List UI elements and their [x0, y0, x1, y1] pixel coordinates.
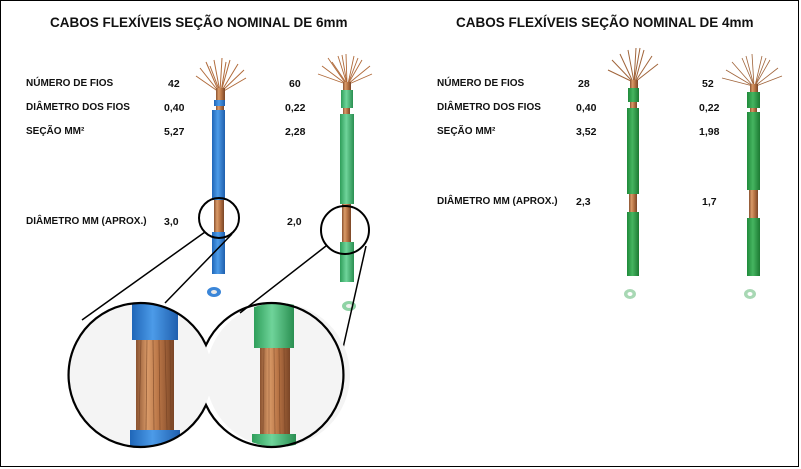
- right-label-number-of-wires: NÚMERO DE FIOS: [437, 78, 525, 89]
- left-panel-title: CABOS FLEXÍVEIS SEÇÃO NOMINAL DE 6mm: [50, 15, 348, 30]
- green-cable-4mm-28-wires: [607, 47, 659, 299]
- right-value-wire-diameter-cable-1: 0,40: [576, 102, 597, 114]
- right-value-number-of-wires-cable-2: 52: [702, 78, 714, 90]
- left-label-section: SEÇÃO MM²: [26, 126, 85, 137]
- zoom-marker-green: [320, 205, 370, 255]
- left-value-wire-diameter-cable-1: 0,40: [164, 102, 185, 114]
- left-label-cable-diameter: DIÂMETRO MM (APROX.): [26, 216, 147, 227]
- left-value-cable-diameter-cable-2: 2,0: [287, 216, 302, 228]
- right-label-cable-diameter: DIÂMETRO MM (APROX.): [437, 196, 558, 207]
- right-value-section-cable-1: 3,52: [576, 126, 597, 138]
- right-value-section-cable-2: 1,98: [699, 126, 720, 138]
- right-value-number-of-wires-cable-1: 28: [578, 78, 590, 90]
- left-value-wire-diameter-cable-2: 0,22: [285, 102, 306, 114]
- left-label-number-of-wires: NÚMERO DE FIOS: [26, 78, 114, 89]
- green-cable-6mm-60-wires: [317, 53, 373, 311]
- left-value-section-cable-1: 5,27: [164, 126, 185, 138]
- left-value-section-cable-2: 2,28: [285, 126, 306, 138]
- blue-cable-6mm-42-wires: [195, 57, 247, 297]
- right-value-cable-diameter-cable-2: 1,7: [702, 196, 717, 208]
- left-value-cable-diameter-cable-1: 3,0: [164, 216, 179, 228]
- left-label-wire-diameter: DIÂMETRO DOS FIOS: [26, 102, 130, 113]
- right-value-cable-diameter-cable-1: 2,3: [576, 196, 591, 208]
- right-panel-title: CABOS FLEXÍVEIS SEÇÃO NOMINAL DE 4mm: [456, 15, 754, 30]
- right-label-section: SEÇÃO MM²: [437, 126, 496, 137]
- right-label-wire-diameter: DIÂMETRO DOS FIOS: [437, 102, 541, 113]
- green-cable-4mm-52-wires: [721, 53, 783, 299]
- zoom-detail-green-cable: [206, 303, 350, 447]
- zoom-marker-blue: [198, 197, 240, 239]
- left-value-number-of-wires-cable-2: 60: [289, 78, 301, 90]
- right-value-wire-diameter-cable-2: 0,22: [699, 102, 720, 114]
- zoom-detail-blue-cable: [68, 303, 212, 447]
- left-value-number-of-wires-cable-1: 42: [168, 78, 180, 90]
